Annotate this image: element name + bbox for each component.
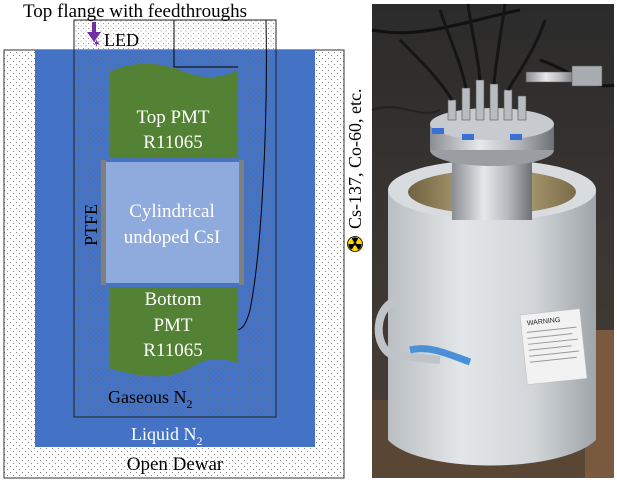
top-pmt-label-2: R11065 [143,132,202,153]
gaseous-n2-label: Gaseous N2 [108,387,193,411]
led-arrow-icon: ✶ [87,22,101,50]
signal-cables [398,3,547,101]
feedthrough-line-center [173,20,238,68]
csi-crystal [104,162,241,283]
open-dewar-label: Open Dewar [127,454,224,475]
radiation-source-label: Cs-137, Co-60, etc. [345,89,365,229]
dewar-handle [374,296,441,364]
ptfe-left [101,160,106,285]
csi-label-2: undoped CsI [124,227,221,248]
warning-sticker: WARNING [519,308,588,385]
svg-text:✶: ✶ [92,37,101,50]
top-pmt-label-1: Top PMT [136,107,209,128]
ptfe-label: PTFE [81,204,101,246]
side-connector [525,71,577,83]
svg-text:WARNING: WARNING [527,317,561,327]
ptfe-right [239,160,244,285]
setup-photo: WARNING [371,3,615,478]
feedthrough-fittings [447,79,527,121]
schematic-diagram: ✶ Top flange with feedthroughs LED Top P… [3,1,365,479]
liquid-n2-label: Liquid N2 [131,424,203,448]
bottom-pmt-label-3: R11065 [143,340,202,361]
top-pmt [109,63,238,158]
bottom-pmt-label-2: PMT [153,315,192,336]
dewar-can-body [388,190,596,466]
bottom-pmt-label-1: Bottom [144,289,201,310]
radiation-symbol-icon [347,236,363,252]
feedthrough-cable [235,19,267,331]
csi-label-1: Cylindrical [129,201,214,222]
led-label: LED [104,30,139,50]
bottom-pmt [109,287,238,377]
top-flange-label: Top flange with feedthroughs [23,1,247,22]
